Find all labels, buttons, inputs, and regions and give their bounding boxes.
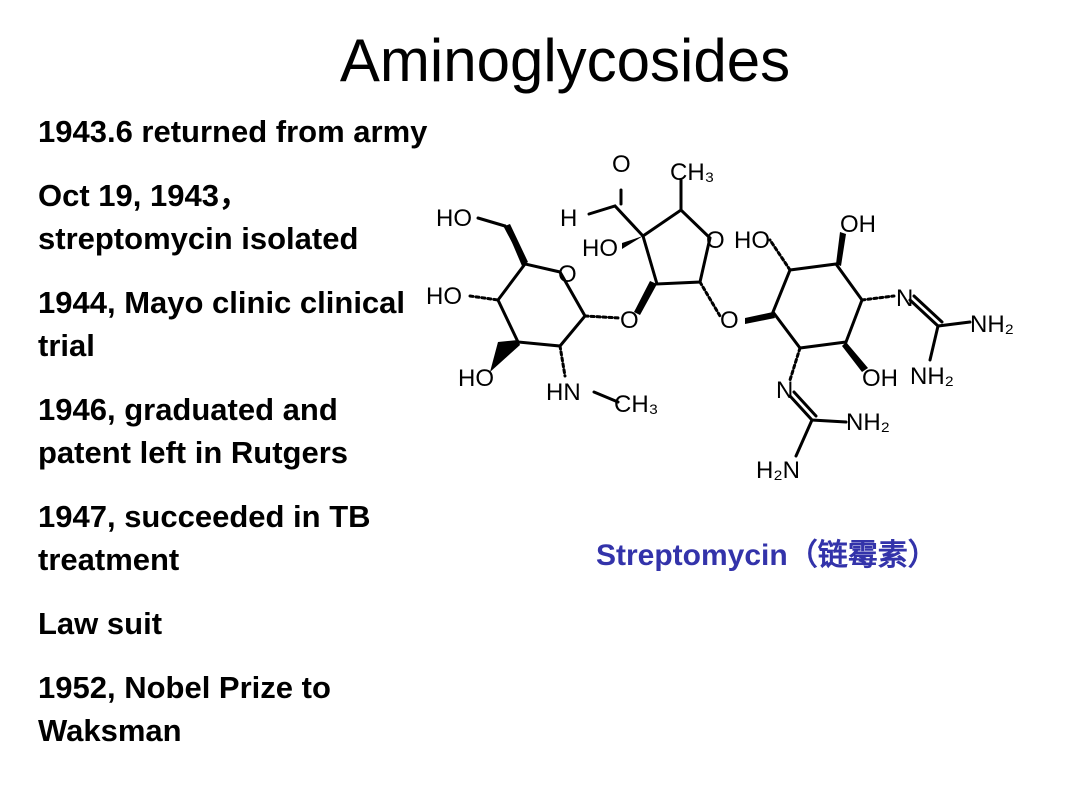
timeline-item: 1947, succeeded in TB treatment: [38, 499, 371, 577]
timeline-item: Oct 19, 1943，streptomycin isolated: [38, 178, 359, 256]
atom-label: NH₂: [970, 311, 1014, 338]
atom-label: OH: [840, 211, 876, 238]
slide-title: Aminoglycosides: [339, 27, 791, 94]
atom-label: HO: [582, 235, 618, 262]
timeline-item: 1946, graduated and patent left in Rutge…: [38, 392, 349, 470]
timeline-item: 1944, Mayo clinic clinical trial: [38, 285, 406, 363]
timeline-item: 1943.6 returned from army: [38, 114, 428, 149]
atom-label: O: [558, 261, 577, 288]
atom-label: N: [776, 377, 793, 404]
atom-label: H₂N: [756, 457, 800, 484]
atom-label: CH₃: [670, 159, 714, 186]
atom-label: H: [560, 205, 577, 232]
atom-label: N: [896, 285, 913, 312]
atom-label: CH₃: [614, 391, 658, 418]
atom-label: HN: [546, 379, 581, 406]
atom-label: HO: [734, 227, 770, 254]
timeline-list: 1943.6 returned from army Oct 19, 1943，s…: [38, 110, 428, 773]
atom-label: O: [612, 151, 631, 178]
atom-label: HO: [458, 365, 494, 392]
atom-label: O: [720, 307, 739, 334]
atom-label: HO: [426, 283, 462, 310]
streptomycin-structure: O H CH₃ HO HO O HO OH O HO O O N NH₂ NH₂…: [426, 151, 1014, 484]
atom-label: O: [620, 307, 639, 334]
atom-label: O: [706, 227, 725, 254]
atom-label: OH: [862, 365, 898, 392]
timeline-item: 1952, Nobel Prize to Waksman: [38, 670, 331, 748]
atom-label: NH₂: [846, 409, 890, 436]
atom-label: HO: [436, 205, 472, 232]
timeline-item: Law suit: [38, 606, 163, 641]
structure-caption: Streptomycin（链霉素）: [596, 539, 938, 572]
atom-label: NH₂: [910, 363, 954, 390]
